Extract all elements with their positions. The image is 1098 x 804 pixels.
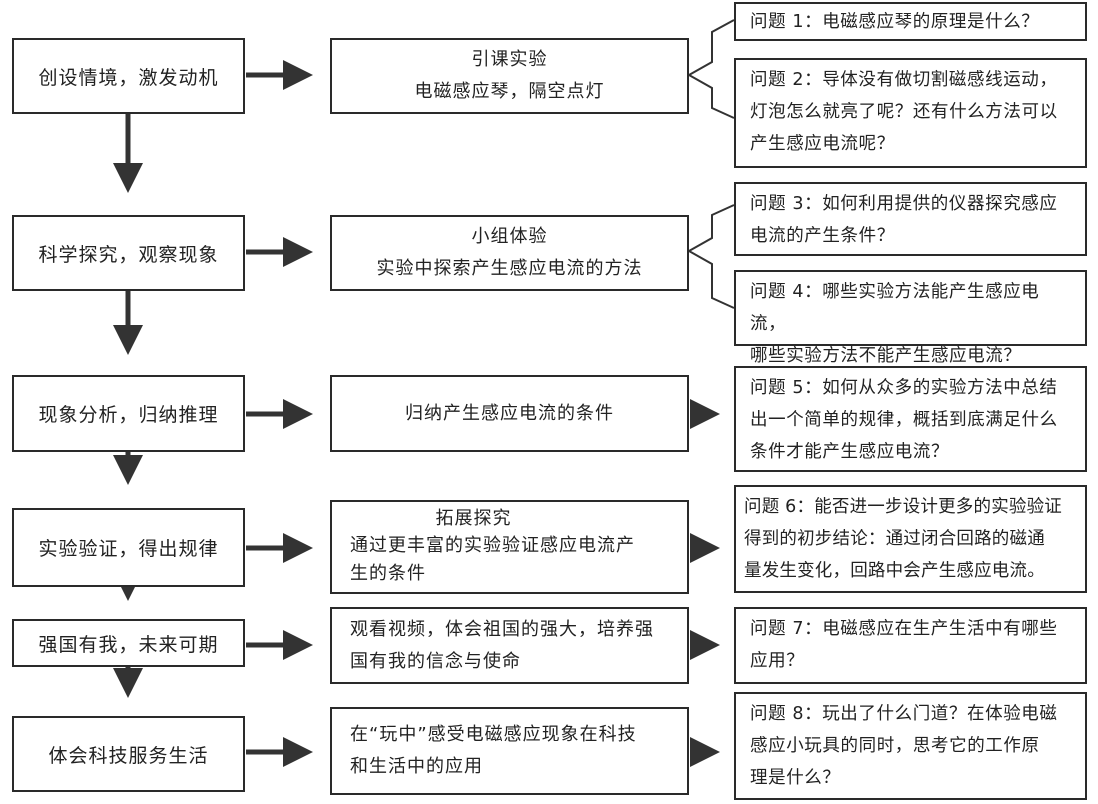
activity-title: 小组体验 — [471, 226, 548, 247]
stage-label: 创设情境，激发动机 — [38, 66, 219, 89]
question-box: 问题 3：如何利用提供的仪器探究感应 电流的产生条件？ — [734, 182, 1087, 256]
question-box: 问题 5：如何从众多的实验方法中总结 出一个简单的规律，概括到底满足什么 条件才… — [734, 366, 1087, 472]
activity-title: 拓展探究 — [435, 508, 512, 529]
question-box: 问题 1：电磁感应琴的原理是什么？ — [734, 2, 1087, 41]
stage-box: 科学探究，观察现象 — [12, 215, 245, 291]
activity-box: 引课实验 电磁感应琴，隔空点灯 — [330, 38, 689, 114]
question-text: 问题 8：玩出了什么门道？在体验电磁 感应小玩具的同时，思考它的工作原 理是什么… — [750, 704, 1058, 788]
question-text: 问题 6：能否进一步设计更多的实验验证 得到的初步结论：通过闭合回路的磁通 量发… — [744, 497, 1062, 581]
stage-box: 实验验证，得出规律 — [12, 508, 245, 587]
stage-label: 强国有我，未来可期 — [38, 633, 219, 656]
bracket-activity2-questions — [686, 204, 735, 309]
activity-box: 归纳产生感应电流的条件 — [330, 375, 689, 452]
activity-text: 观看视频，体会祖国的强大，培养强 国有我的信念与使命 — [350, 618, 654, 672]
question-text: 问题 7：电磁感应在生产生活中有哪些 应用？ — [750, 619, 1058, 671]
activity-box: 小组体验 实验中探索产生感应电流的方法 — [330, 215, 689, 291]
activity-text: 归纳产生感应电流的条件 — [405, 402, 614, 424]
question-box: 问题 4：哪些实验方法能产生感应电流， 哪些实验方法不能产生感应电流？ — [734, 270, 1087, 366]
stage-box: 强国有我，未来可期 — [12, 619, 245, 667]
stage-box: 现象分析，归纳推理 — [12, 375, 245, 452]
activity-title: 引课实验 — [471, 49, 548, 70]
bracket-activity1-questions — [686, 19, 735, 119]
stage-box: 体会科技服务生活 — [12, 716, 245, 792]
activity-text: 电磁感应琴，隔空点灯 — [414, 81, 605, 102]
activity-box: 在“玩中”感受电磁感应现象在科技 和生活中的应用 — [330, 707, 689, 795]
question-text: 问题 5：如何从众多的实验方法中总结 出一个简单的规律，概括到底满足什么 条件才… — [750, 378, 1058, 462]
question-text: 问题 3：如何利用提供的仪器探究感应 电流的产生条件？ — [750, 194, 1058, 246]
activity-text: 通过更丰富的实验验证感应电流产 生的条件 — [350, 535, 635, 584]
activity-box: 观看视频，体会祖国的强大，培养强 国有我的信念与使命 — [330, 607, 689, 684]
stage-label: 科学探究，观察现象 — [38, 243, 219, 266]
activity-text: 实验中探索产生感应电流的方法 — [376, 258, 643, 279]
stage-label: 实验验证，得出规律 — [38, 538, 219, 560]
question-box: 问题 8：玩出了什么门道？在体验电磁 感应小玩具的同时，思考它的工作原 理是什么… — [734, 692, 1087, 800]
question-text: 问题 4：哪些实验方法能产生感应电流， 哪些实验方法不能产生感应电流？ — [750, 282, 1040, 366]
question-text: 问题 1：电磁感应琴的原理是什么？ — [750, 12, 1040, 32]
question-box: 问题 7：电磁感应在生产生活中有哪些 应用？ — [734, 607, 1087, 684]
stage-label: 现象分析，归纳推理 — [38, 404, 219, 426]
stage-label: 体会科技服务生活 — [48, 744, 209, 767]
question-box: 问题 2：导体没有做切割磁感线运动， 灯泡怎么就亮了呢？还有什么方法可以 产生感… — [734, 58, 1087, 168]
activity-text: 在“玩中”感受电磁感应现象在科技 和生活中的应用 — [350, 724, 637, 777]
question-text: 问题 2：导体没有做切割磁感线运动， 灯泡怎么就亮了呢？还有什么方法可以 产生感… — [750, 70, 1058, 154]
question-box: 问题 6：能否进一步设计更多的实验验证 得到的初步结论：通过闭合回路的磁通 量发… — [734, 485, 1087, 593]
activity-box: 拓展探究 通过更丰富的实验验证感应电流产 生的条件 — [330, 500, 689, 594]
stage-box: 创设情境，激发动机 — [12, 38, 245, 114]
